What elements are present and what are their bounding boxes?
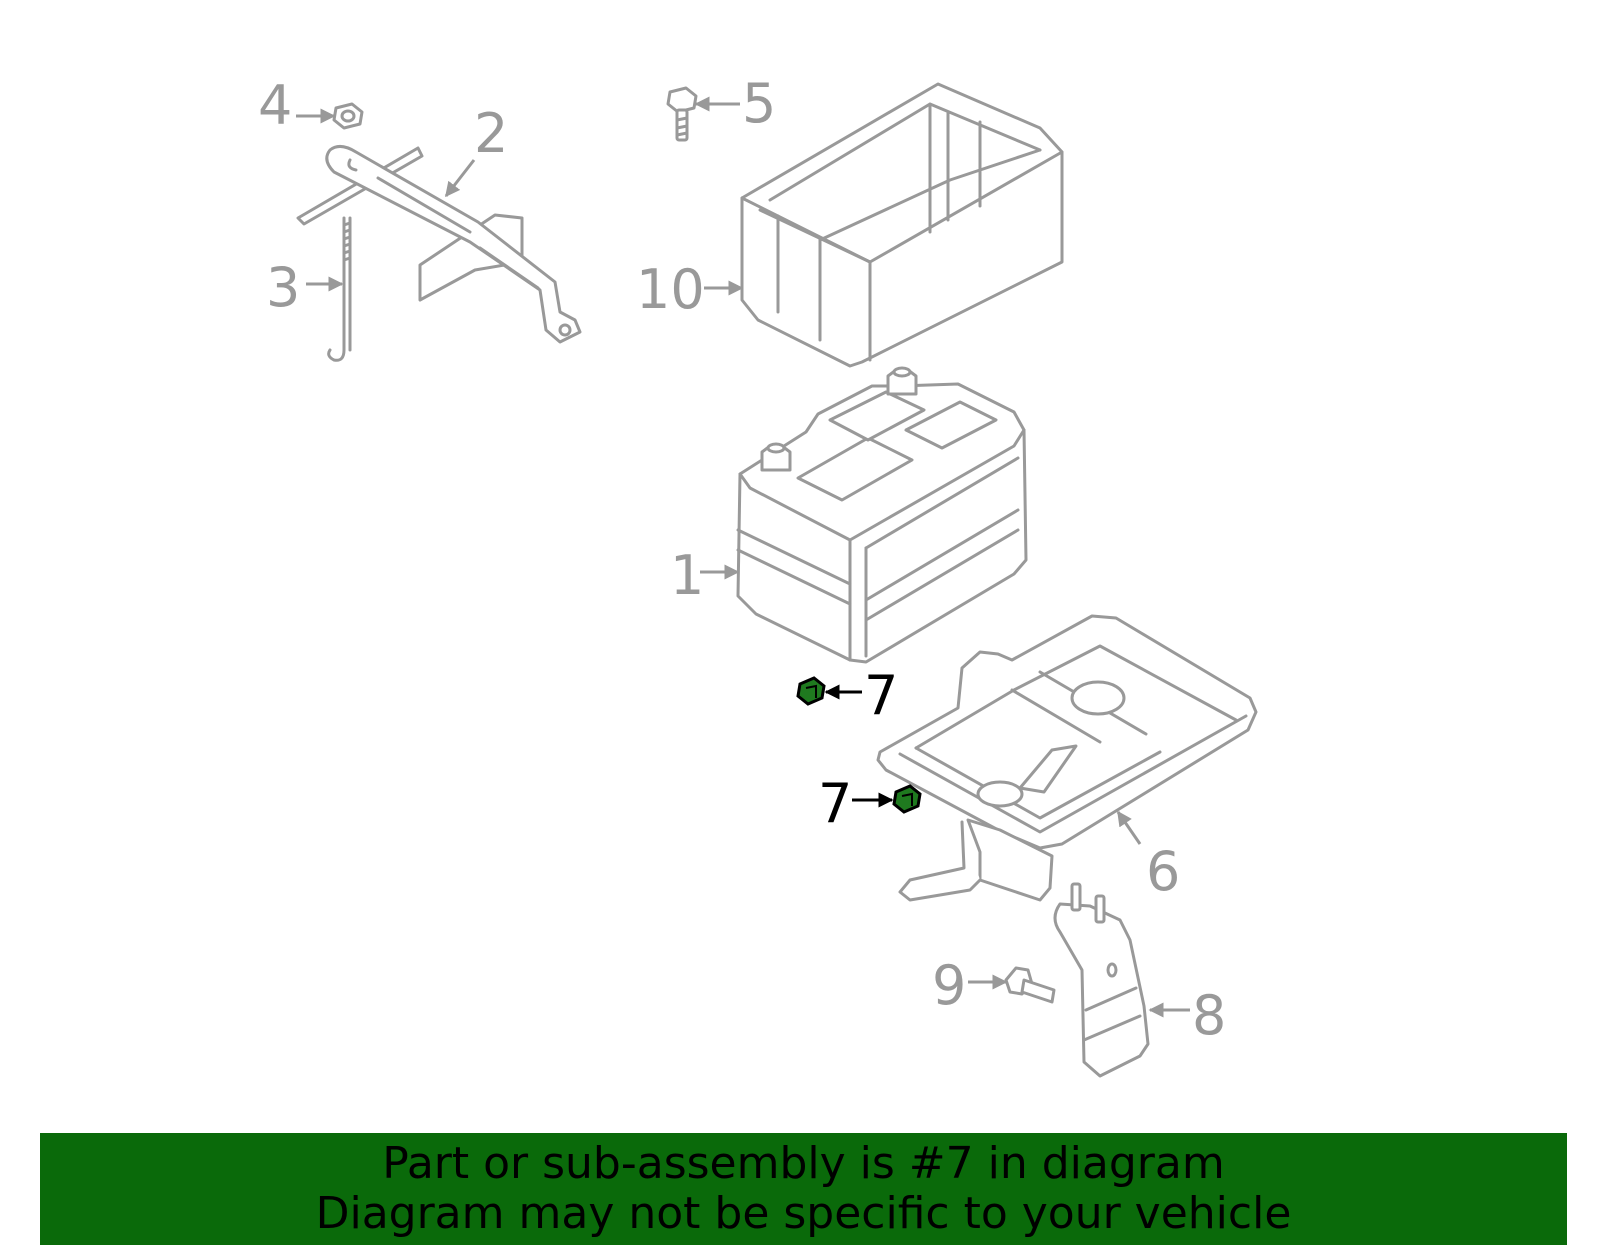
callout-4: 4 xyxy=(258,74,292,137)
callout-1: 1 xyxy=(670,544,704,607)
battery-cover xyxy=(740,82,1064,368)
callout-7-upper: 7 xyxy=(864,664,898,727)
highlighted-nut-upper xyxy=(796,676,826,706)
highlighted-nut-lower xyxy=(892,784,922,814)
callout-7-lower: 7 xyxy=(818,772,852,835)
tray-support-bracket xyxy=(1053,882,1150,1078)
leader-lines xyxy=(296,96,1190,1018)
banner-line-1: Part or sub-assembly is #7 in diagram xyxy=(382,1138,1225,1189)
cover-bolt xyxy=(666,86,698,142)
info-banner: Part or sub-assembly is #7 in diagram Di… xyxy=(40,1133,1567,1245)
callout-numbers: 4 2 3 5 10 1 6 8 9 7 7 xyxy=(258,72,1226,1047)
callout-5: 5 xyxy=(742,72,776,135)
callout-3: 3 xyxy=(266,256,300,319)
callout-6: 6 xyxy=(1146,840,1180,903)
battery xyxy=(736,366,1028,664)
callout-2: 2 xyxy=(474,102,508,165)
bracket-bolt xyxy=(1004,966,1056,1004)
callout-8: 8 xyxy=(1192,984,1226,1047)
hold-down-bracket xyxy=(296,145,582,344)
bracket-nut xyxy=(332,102,364,130)
banner-line-2: Diagram may not be specific to your vehi… xyxy=(315,1188,1292,1239)
leader-6 xyxy=(1116,810,1142,845)
battery-tray xyxy=(876,614,1258,902)
callout-9: 9 xyxy=(932,954,966,1017)
leader-2 xyxy=(444,159,476,198)
j-bolt-rod xyxy=(327,216,352,362)
callout-10: 10 xyxy=(636,258,705,321)
